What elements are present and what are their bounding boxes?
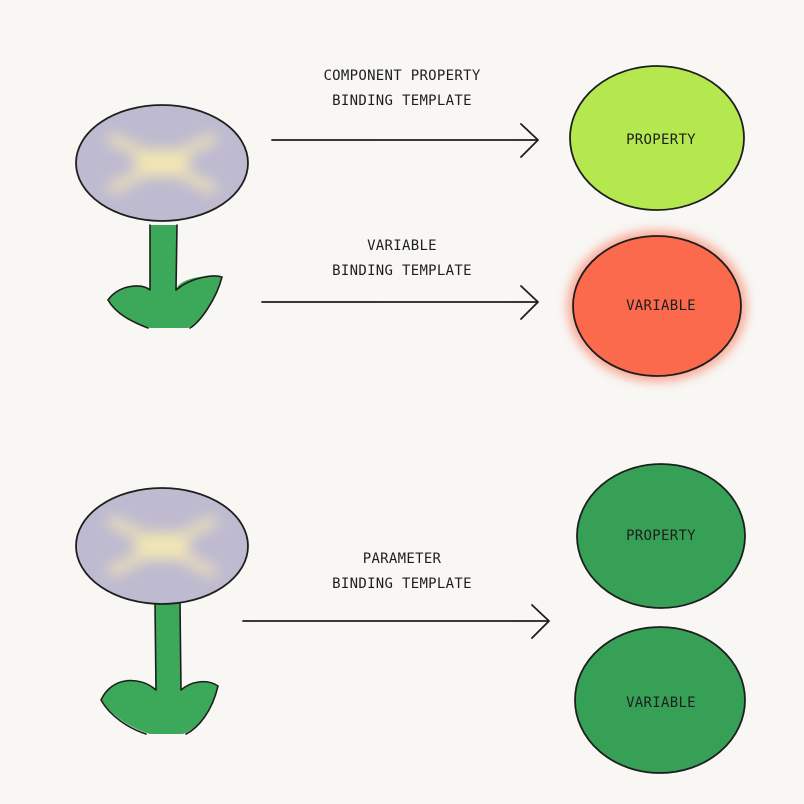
node-label-variable-top: VARIABLE: [626, 298, 696, 314]
edge-label-line: BINDING TEMPLATE: [332, 263, 472, 279]
flower-petal-outline: [75, 487, 249, 605]
flower-center: [106, 133, 218, 194]
edge-label-line: VARIABLE: [367, 238, 437, 254]
flower-stem-outline: [107, 224, 223, 329]
node-label-property-bottom: PROPERTY: [626, 528, 696, 544]
flower-stem: [108, 225, 222, 328]
node-label-variable-bottom: VARIABLE: [626, 695, 696, 711]
flower-petal-outline: [75, 104, 249, 222]
arrow-parameter: [242, 604, 550, 639]
node-variable-top: [567, 230, 747, 382]
flower-stem: [101, 603, 218, 734]
flower-stem-outline: [100, 602, 219, 735]
edge-label-line: COMPONENT PROPERTY: [323, 68, 481, 84]
flower-center: [106, 516, 218, 577]
flower-component-top: [75, 104, 249, 329]
edge-label-line: BINDING TEMPLATE: [332, 93, 472, 109]
node-property-bottom: [576, 463, 746, 609]
edge-label-variable: VARIABLE BINDING TEMPLATE: [292, 234, 512, 284]
flower-component-bottom: [75, 487, 249, 735]
node-property-top: [569, 65, 745, 211]
arrow-component-property: [271, 123, 539, 158]
node-label-property-top: PROPERTY: [626, 132, 696, 148]
edge-label-line: BINDING TEMPLATE: [332, 576, 472, 592]
edge-label-parameter: PARAMETER BINDING TEMPLATE: [292, 547, 512, 597]
edge-label-component-property: COMPONENT PROPERTY BINDING TEMPLATE: [292, 64, 512, 114]
arrow-variable: [261, 285, 539, 320]
node-variable-bottom: [574, 626, 746, 774]
edge-label-line: PARAMETER: [362, 551, 442, 567]
